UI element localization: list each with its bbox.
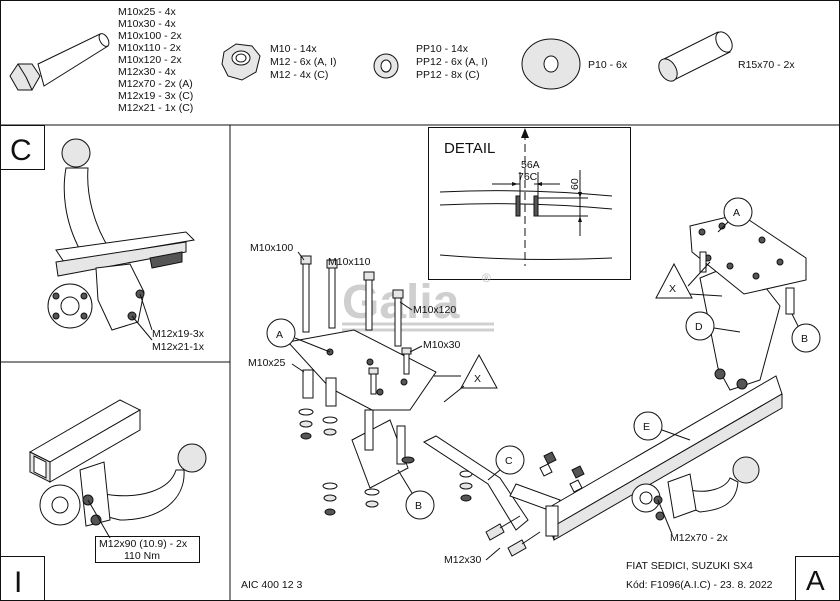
kod-reference: Kód: F1096(A.I.C) - 23. 8. 2022 [626, 579, 773, 591]
label-m10x100: M10x100 [250, 242, 293, 254]
plate-washer-drawing [521, 38, 581, 90]
callout-a-right: A [733, 207, 740, 219]
bolt-list-item: M12x70 - 2x (A) [118, 78, 193, 90]
bolt-list: M10x25 - 4x M10x30 - 4x M10x100 - 2x M10… [118, 6, 193, 114]
part-labels: M10x100 M10x110 M10x120 M10x30 M10x25 M1… [248, 242, 729, 566]
nut-drawing [221, 43, 261, 81]
detail-box [428, 127, 631, 280]
plate-washer-label: P10 - 6x [588, 59, 628, 71]
callout-x-right: X [669, 283, 676, 295]
panel-a-letter: A [806, 565, 825, 596]
callout-d: D [695, 321, 703, 333]
label-m12x30: M12x30 [444, 554, 482, 566]
detail-dim-3: 60 [569, 178, 581, 190]
callout-b-right: B [801, 333, 808, 345]
callout-e: E [643, 421, 650, 433]
bolt-list-item: M10x120 - 2x [118, 54, 182, 66]
panel-i-drawing [28, 399, 207, 539]
bolt-list-item: M10x30 - 4x [118, 18, 177, 30]
bolt-list-item: M10x25 - 4x [118, 6, 177, 18]
spacer-label: R15x70 - 2x [738, 59, 795, 71]
washer-list-item: PP12 - 8x (C) [416, 69, 480, 81]
label-m10x110: M10x110 [328, 256, 371, 268]
bolt-list-item: M12x19 - 3x (C) [118, 90, 193, 102]
callouts: A B X C A B D E X [266, 197, 821, 520]
panel-c-drawing [47, 138, 196, 341]
panel-c-label-1: M12x19-3x [152, 328, 205, 340]
bolt-list-item: M12x30 - 4x [118, 66, 177, 78]
callout-triangle [460, 353, 498, 389]
panel-i-letter: I [14, 566, 22, 599]
panel-c-letter: C [10, 134, 32, 167]
vehicle-name: FIAT SEDICI, SUZUKI SX4 [626, 560, 753, 572]
label-m10x30: M10x30 [423, 339, 461, 351]
detail-dim-2: 76C [518, 171, 538, 183]
label-m10x25: M10x25 [248, 357, 286, 369]
detail-title: DETAIL [444, 140, 495, 157]
galia-logo-reg: ® [482, 271, 491, 285]
corner-box-c [0, 125, 45, 170]
callout-x-left: X [474, 373, 481, 385]
panel-i-label-1: M12x90 (10.9) - 2x [99, 538, 188, 550]
callout-circle [405, 490, 435, 520]
label-m12x70: M12x70 - 2x [670, 532, 729, 544]
nut-list-item: M10 - 14x [270, 43, 317, 55]
callout-circle [266, 318, 296, 348]
washer-drawing [373, 53, 399, 79]
callout-triangle [655, 262, 693, 299]
crossbar-assembly [545, 213, 807, 541]
detail-dim-1: 56A [521, 159, 540, 171]
callout-circle [791, 323, 821, 353]
bolt-list-item: M10x100 - 2x [118, 30, 182, 42]
panel-i-label-2: 110 Nm [124, 550, 160, 562]
callout-circle [723, 197, 753, 227]
corner-box-i [0, 556, 45, 601]
drawing-code: AIC 400 12 3 [241, 579, 302, 591]
left-bracket-assembly [287, 255, 585, 557]
callout-circle [495, 445, 525, 475]
panel-i-label-box [95, 536, 200, 563]
nut-list-item: M12 - 4x (C) [270, 69, 328, 81]
nut-list: M10 - 14x M12 - 6x (A, I) M12 - 4x (C) [270, 43, 337, 81]
nut-list-item: M12 - 6x (A, I) [270, 56, 337, 68]
callout-circle [685, 311, 715, 341]
callout-a-left: A [276, 329, 283, 341]
washer-list: PP10 - 14x PP12 - 6x (A, I) PP12 - 8x (C… [416, 43, 488, 81]
bolt-list-item: M12x21 - 1x (C) [118, 102, 193, 114]
washer-list-item: PP10 - 14x [416, 43, 469, 55]
callout-b-left: B [415, 500, 422, 512]
panel-c-label-2: M12x21-1x [152, 341, 205, 353]
bolt-list-item: M10x110 - 2x [118, 42, 182, 54]
detail-drawing [439, 128, 613, 266]
label-m10x120: M10x120 [413, 304, 456, 316]
callout-c-main: C [505, 455, 513, 467]
washer-list-item: PP12 - 6x (A, I) [416, 56, 488, 68]
bolt-drawing [9, 33, 110, 91]
spacer-drawing [658, 31, 733, 82]
callout-circle [633, 411, 663, 441]
